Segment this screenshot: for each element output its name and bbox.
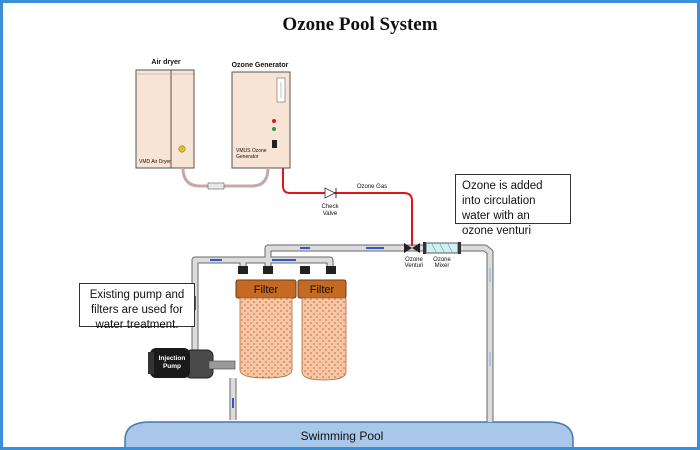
air-dryer-label: Air dryer: [151, 59, 180, 66]
injection-pump: Injection Pump: [148, 348, 236, 379]
filter-2: Filter: [297, 266, 347, 381]
venturi-label-1: Ozone: [405, 257, 423, 263]
ozone-generator-text-1: VMUS Ozone: [236, 148, 267, 154]
air-dryer: Air dryer VMD Air Dryer: [135, 59, 195, 169]
filter-1: Filter: [235, 266, 297, 379]
page-title: Ozone Pool System: [282, 14, 437, 35]
existing-pump-note: Existing pump and filters are used for w…: [79, 283, 195, 331]
swimming-pool: Swimming Pool: [124, 421, 574, 447]
green-indicator-light: [272, 127, 276, 131]
pool-label: Swimming Pool: [301, 429, 384, 443]
water-piping: [191, 244, 494, 422]
filter-1-label: Filter: [254, 284, 279, 296]
check-valve-label-1: Check: [321, 204, 339, 210]
ozone-generator: Ozone Generator VMUS Ozone Generator: [231, 62, 291, 169]
power-switch: [272, 140, 277, 148]
check-valve: [324, 187, 336, 199]
ozone-gas-label: Ozone Gas: [357, 184, 387, 190]
ozone-venturi: Ozone Venturi: [404, 243, 423, 269]
pump-label-1: Injection: [159, 355, 186, 362]
red-indicator-light: [272, 119, 276, 123]
mixer-label-2: Mixer: [435, 263, 450, 269]
venturi-label-2: Venturi: [405, 263, 424, 269]
existing-pump-note-text: Existing pump and filters are used for w…: [89, 289, 185, 331]
pump-label-2: Pump: [163, 363, 181, 370]
mixer-label-1: Ozone: [433, 257, 451, 263]
ozone-venturi-note-text: Ozone is added into circulation water wi…: [462, 180, 543, 237]
ozone-generator-label: Ozone Generator: [232, 62, 289, 69]
diagram-canvas: Ozone Pool System Swimming Pool: [124, 14, 574, 447]
filter-2-label: Filter: [310, 284, 335, 296]
ozone-generator-text-2: Generator: [236, 154, 259, 160]
air-dryer-panel-text: VMD Air Dryer: [139, 159, 171, 165]
ozone-gas-line: Check Valve Ozone Gas: [282, 168, 413, 246]
ozone-mixer: Ozone Mixer: [423, 242, 461, 269]
air-tubing: [181, 167, 270, 190]
ozone-venturi-note: Ozone is added into circulation water wi…: [455, 174, 571, 237]
check-valve-label-2: Valve: [323, 211, 338, 217]
air-fitting: [207, 182, 225, 190]
